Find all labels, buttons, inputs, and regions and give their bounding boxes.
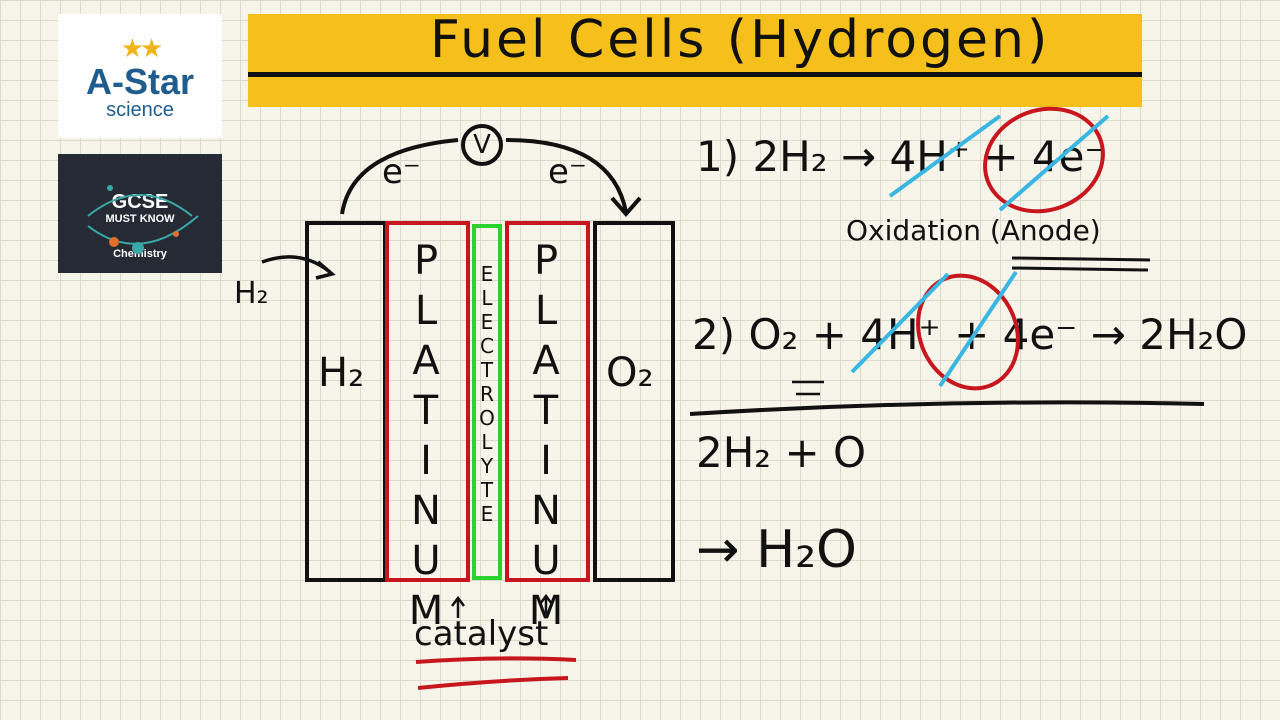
catalyst-arrow-left (451, 595, 465, 618)
title-underline (248, 72, 1142, 77)
cathode-gas-label: O₂ (606, 350, 654, 396)
title-banner (248, 14, 1142, 107)
cancel-mark (998, 114, 1110, 212)
voltmeter: V (461, 124, 503, 166)
sum-separator-line (689, 400, 1205, 416)
gcse-logo-subject: Chemistry (113, 248, 167, 260)
voltmeter-label: V (473, 130, 491, 160)
left-platinum-label: PLATINUM (403, 238, 449, 638)
star-icon: ★★ (120, 34, 164, 64)
anode-gas-label: H₂ (318, 350, 365, 396)
right-platinum-plate (505, 221, 590, 582)
electron-flow-arc-right (505, 138, 628, 213)
molecule-icon (87, 185, 199, 254)
anode-underline (1011, 256, 1151, 262)
right-platinum-label: PLATINUM (523, 238, 569, 638)
astar-logo-name: A-Star (85, 61, 195, 102)
electron-circle-2 (916, 273, 1020, 391)
electron-flow-arc-left (340, 138, 459, 215)
equation-2: 2) O₂ + 4H⁺ + 4e⁻ → 2H₂O (692, 310, 1248, 359)
page-title: Fuel Cells (Hydrogen) (430, 10, 1051, 70)
electrolyte-label: ELECTROLYTE (475, 262, 499, 526)
overall-equation-line-2: → H₂O (696, 520, 857, 580)
hydrogen-inlet-label: H₂ (234, 276, 269, 311)
arrowhead-icon (610, 196, 642, 218)
cancel-mark (888, 114, 1002, 198)
catalyst-label: catalyst (414, 614, 549, 654)
catalyst-underline (417, 676, 569, 690)
cancel-mark (938, 270, 1018, 388)
astar-logo: ★★ A-Star science (58, 14, 222, 138)
cathode-chamber (593, 221, 675, 582)
equation-1: 1) 2H₂ → 4H⁺ + 4e⁻ (696, 132, 1107, 181)
gcse-logo-subtitle: MUST KNOW (105, 213, 175, 225)
oxygen-underline (792, 380, 824, 396)
catalyst-underline (415, 656, 577, 664)
arrowhead-icon (315, 260, 336, 280)
anode-underline (1011, 266, 1149, 272)
astar-logo-subtitle: science (106, 99, 174, 121)
electron-circle-1 (983, 106, 1105, 214)
electron-label-right: e⁻ (548, 152, 587, 192)
cancel-mark (850, 272, 950, 374)
electrolyte-layer (472, 224, 502, 580)
gcse-logo: GCSE MUST KNOW Chemistry (58, 154, 222, 273)
equation-1-label: Oxidation (Anode) (846, 214, 1101, 247)
left-platinum-plate (385, 221, 470, 582)
overall-equation-line-1: 2H₂ + O (696, 428, 867, 477)
catalyst-arrow-right (539, 593, 553, 614)
